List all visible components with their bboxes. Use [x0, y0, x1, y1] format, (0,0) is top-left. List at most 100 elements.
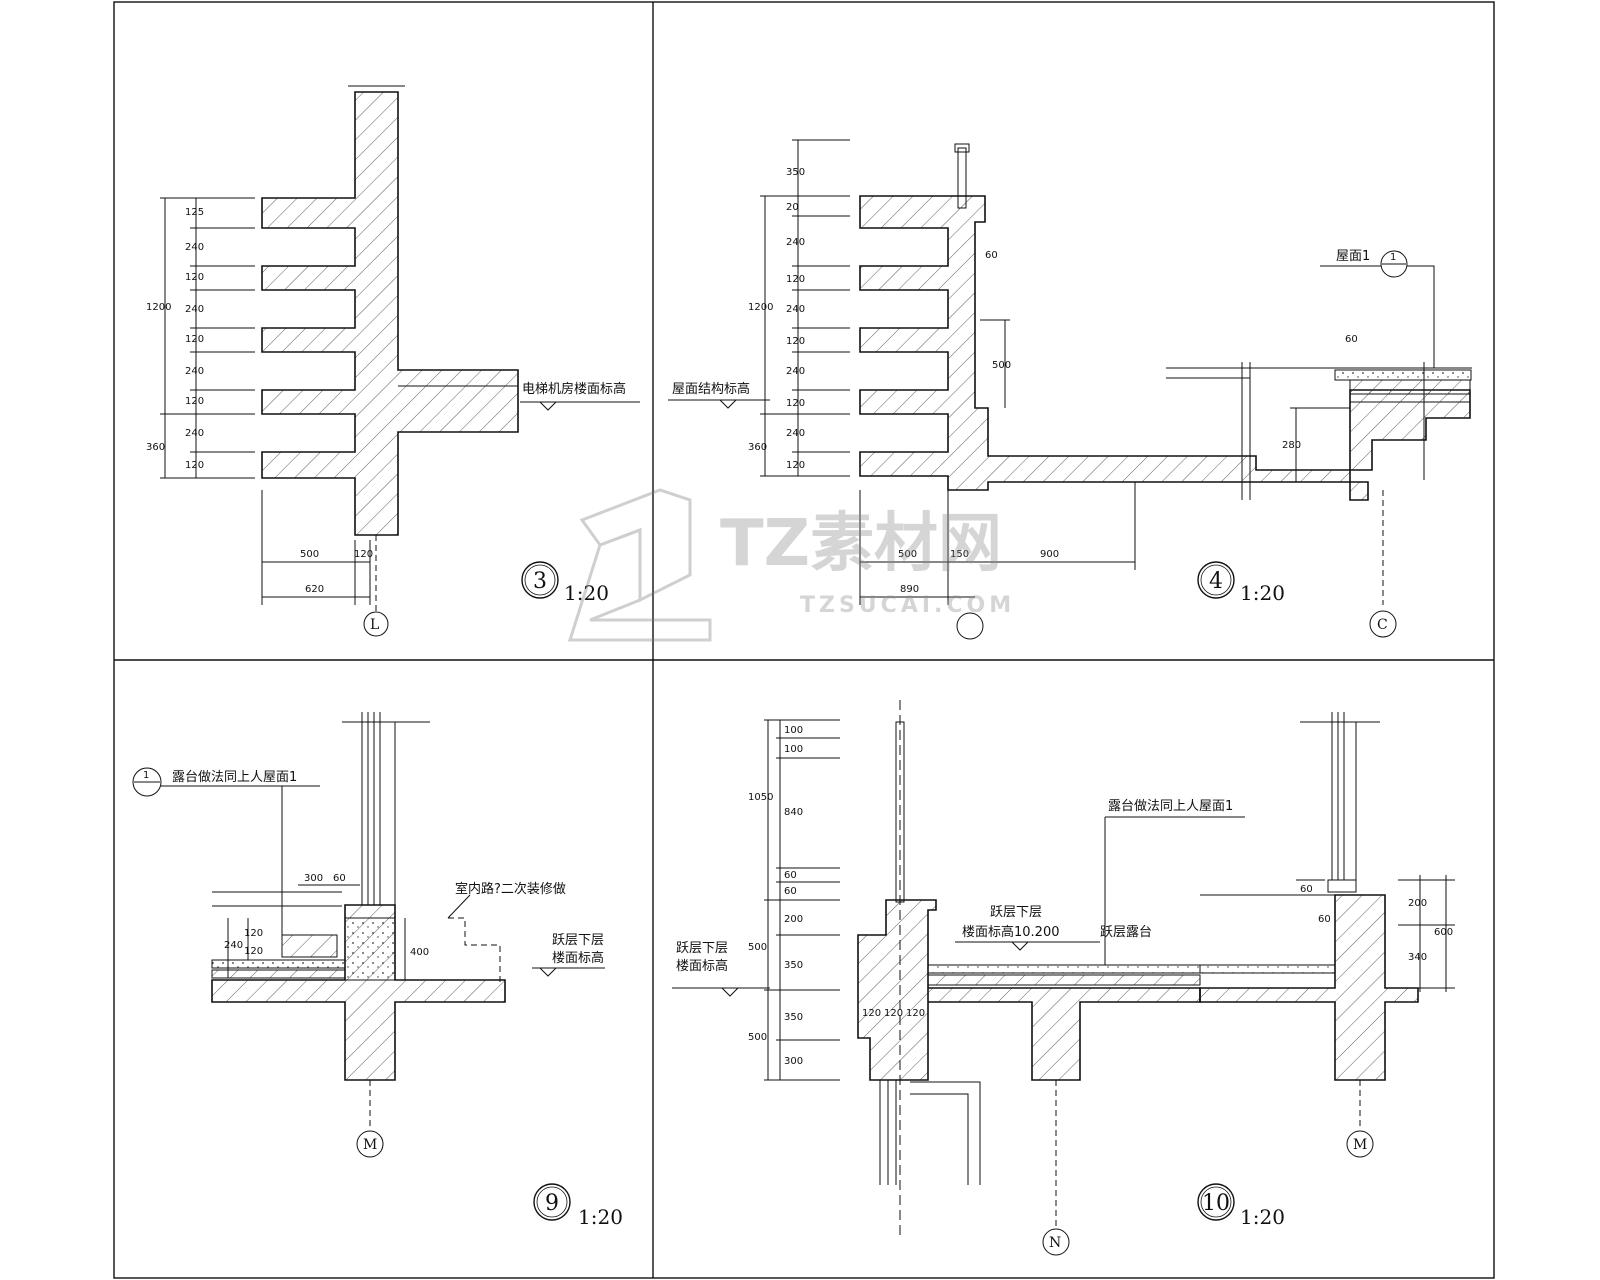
dim-3-b2: 120 [354, 549, 373, 560]
dim-10-r3: 340 [1408, 952, 1427, 963]
dim-4-total-1: 1200 [748, 302, 773, 313]
watermark: TZ素材网 TZSUCAI.COM [567, 488, 1015, 642]
watermark-brand: TZ素材网 [720, 507, 1002, 581]
dim-4-7: 240 [786, 366, 805, 377]
dim-10-r4: 600 [1434, 927, 1453, 938]
dim-3-5: 120 [185, 334, 204, 345]
dim-9-5: 120 [244, 946, 263, 957]
axis-3: L [370, 617, 379, 633]
dim-4-b1: 500 [898, 549, 917, 560]
dim-3-total-1: 1200 [146, 302, 171, 313]
dim-4-m4: 280 [1282, 440, 1301, 451]
dim-10-2: 100 [784, 744, 803, 755]
label-10-left-1: 跃层下层 [676, 941, 728, 956]
dim-10-b2: 120 [884, 1008, 903, 1019]
dim-4-3: 240 [786, 237, 805, 248]
dim-3-4: 240 [185, 304, 204, 315]
dim-9-2: 60 [333, 873, 346, 884]
dim-4-total-2: 360 [748, 442, 767, 453]
detail-9-number: 9 [545, 1191, 559, 1216]
dim-10-1: 100 [784, 725, 803, 736]
floor-section [211, 904, 506, 1081]
dim-10-4: 60 [784, 870, 797, 881]
dim-9-4: 120 [244, 928, 263, 939]
label-10-left-2: 楼面标高 [676, 958, 728, 974]
dim-3-9: 120 [185, 460, 204, 471]
dim-10-total-1: 1050 [748, 792, 773, 803]
label-10-mid-1: 跃层下层 [990, 905, 1042, 920]
dim-4-b3: 900 [1040, 549, 1059, 560]
dim-10-7: 350 [784, 960, 803, 971]
dim-4-2: 20 [786, 202, 799, 213]
dim-4-4: 120 [786, 274, 805, 285]
dim-10-6: 200 [784, 914, 803, 925]
dim-3-8: 240 [185, 428, 204, 439]
detail-3-number: 3 [533, 569, 547, 594]
label-10-mid-3: 跃层露台 [1100, 925, 1152, 940]
watermark-url: TZSUCAI.COM [800, 593, 1015, 618]
detail-3-scale: 1:20 [564, 581, 609, 605]
dim-4-1: 350 [786, 167, 805, 178]
dim-3-3: 120 [185, 272, 204, 283]
dim-4-9: 240 [786, 428, 805, 439]
detail-4-number: 4 [1209, 569, 1223, 594]
dim-3-1: 125 [185, 207, 204, 218]
dim-3-6: 240 [185, 366, 204, 377]
dim-4-5: 240 [786, 304, 805, 315]
detail-3: 125 240 120 240 120 240 120 240 120 1200… [146, 85, 640, 637]
dim-10-8: 350 [784, 1012, 803, 1023]
dim-10-5: 60 [784, 886, 797, 897]
detail-10-number: 10 [1202, 1191, 1230, 1216]
detail-10-scale: 1:20 [1240, 1205, 1285, 1229]
dim-10-b3: 120 [906, 1008, 925, 1019]
dim-3-b3: 620 [305, 584, 324, 595]
dim-10-b1: 120 [862, 1008, 881, 1019]
axis-4: C [1377, 617, 1388, 633]
label-10-mid-2: 楼面标高10.200 [962, 924, 1060, 940]
label-10-top: 露台做法同上人屋面1 [1108, 799, 1233, 814]
dim-4-b4: 890 [900, 584, 919, 595]
label-9-mid: 室内路?二次装修做 [455, 881, 566, 897]
dim-4-b2: 150 [950, 549, 969, 560]
dim-10-9: 300 [784, 1056, 803, 1067]
dim-10-r1: 60 [1300, 884, 1313, 895]
dim-4-6: 120 [786, 336, 805, 347]
ref-4: 1 [1390, 252, 1396, 263]
dim-3-total-2: 360 [146, 442, 165, 453]
label-4-right: 屋面1 [1336, 249, 1370, 264]
dim-10-3: 840 [784, 807, 803, 818]
label-4-left: 屋面结构标高 [672, 381, 750, 397]
axis-10-right: M [1353, 1137, 1367, 1153]
dim-4-10: 120 [786, 460, 805, 471]
detail-9-scale: 1:20 [578, 1205, 623, 1229]
dim-3-2: 240 [185, 242, 204, 253]
label-9-right-1: 跃层下层 [552, 933, 604, 948]
right-wall-section [1199, 894, 1419, 1081]
axis-10-left: N [1049, 1235, 1061, 1251]
wall-section [261, 91, 519, 536]
dim-10-total-3: 500 [748, 1032, 767, 1043]
detail-9: 300 60 240 120 120 400 1 露台做法同上人屋面1 室内路?… [132, 712, 623, 1229]
dim-9-3: 240 [224, 940, 243, 951]
dim-10-r5: 60 [1318, 914, 1331, 925]
sheet-frame [113, 1, 1495, 1279]
dim-10-r2: 200 [1408, 898, 1427, 909]
dim-4-8: 120 [786, 398, 805, 409]
ref-9: 1 [143, 770, 149, 781]
detail-10: 100 100 840 60 60 200 350 350 300 1050 5… [672, 700, 1455, 1256]
dim-3-7: 120 [185, 396, 204, 407]
dim-4-m1: 60 [985, 250, 998, 261]
detail-4: 350 20 240 120 240 120 240 120 240 120 1… [668, 139, 1472, 640]
label-3-level: 电梯机房楼面标高 [522, 381, 626, 397]
dim-4-m3: 60 [1345, 334, 1358, 345]
dim-9-1: 300 [304, 873, 323, 884]
dim-4-m2: 500 [992, 360, 1011, 371]
label-9-top: 露台做法同上人屋面1 [172, 770, 297, 785]
dim-9-6: 400 [410, 947, 429, 958]
detail-4-scale: 1:20 [1240, 581, 1285, 605]
label-9-right-2: 楼面标高 [552, 950, 604, 966]
axis-9: M [363, 1137, 377, 1153]
watermark-logo-icon [567, 488, 712, 642]
dim-3-b1: 500 [300, 549, 319, 560]
